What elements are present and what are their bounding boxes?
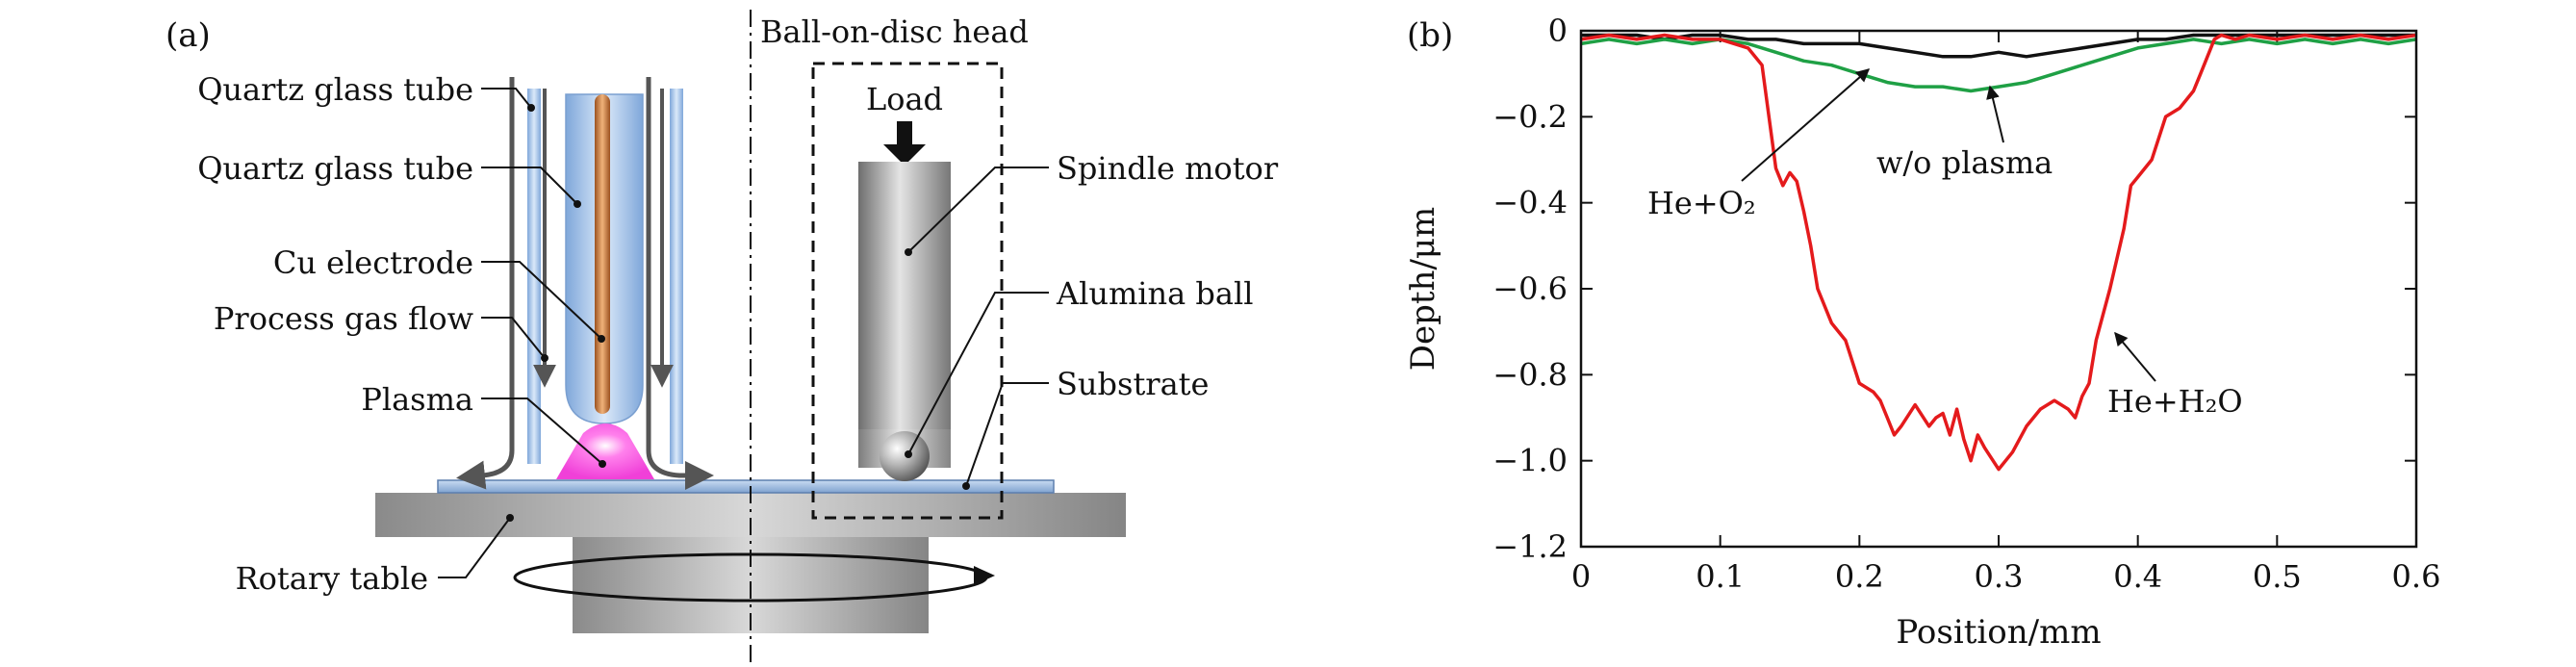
series-line-he-o	[1580, 38, 2417, 93]
chart-ticks: 0 0.1 0.2 0.3 0.4 0.5 0.6 0 −0.2 −0.4 −0.6 −0.8 −1.0…	[1492, 13, 2440, 595]
load-label: Load	[866, 81, 943, 117]
annotation-wo-plasma-arrow	[1986, 85, 2004, 143]
quartz-outer-tube-right-wall	[670, 89, 683, 464]
cu-electrode	[595, 94, 610, 414]
chart-lines	[1580, 33, 2417, 472]
label-substrate: Substrate	[1057, 366, 1209, 402]
annotation-he-h2o-arrow	[2114, 331, 2156, 382]
x-tick-label: 0.6	[2392, 558, 2441, 595]
panel-a-label: (a)	[166, 16, 211, 55]
y-tick-label: −0.4	[1492, 185, 1568, 221]
alumina-ball	[880, 431, 930, 481]
series-line-w-o-plasma	[1581, 33, 2416, 59]
load-arrow-shaft	[897, 121, 912, 146]
y-axis-label: Depth/μm	[1404, 207, 1442, 372]
panel-a: (a) Ball-on-disc head Load	[166, 10, 1279, 664]
x-tick-label: 0	[1571, 558, 1591, 595]
plot-frame	[1579, 29, 2418, 549]
label-cu-electrode: Cu electrode	[273, 244, 473, 281]
label-plasma: Plasma	[361, 381, 473, 418]
substrate	[437, 479, 1055, 494]
x-tick-label: 0.1	[1696, 558, 1745, 595]
y-tick-label: −1.0	[1492, 443, 1568, 479]
head-dashed-box	[811, 62, 1004, 520]
annotation-he-o2: He+O₂	[1647, 185, 1756, 221]
series-line-he-h-o	[1580, 33, 2417, 472]
label-rotary-table: Rotary table	[236, 560, 428, 597]
head-title: Ball-on-disc head	[760, 13, 1029, 50]
y-tick-label: −0.6	[1492, 270, 1568, 307]
y-tick-label: −0.2	[1492, 98, 1568, 135]
y-tick-label: 0	[1548, 13, 1568, 49]
label-quartz-outer: Quartz glass tube	[197, 71, 473, 108]
label-quartz-inner: Quartz glass tube	[197, 150, 473, 187]
gas-flow-arrow-right	[646, 77, 714, 490]
panel-b: (b) 0 0.1 0.2 0.3 0.4 0.5 0.6 0 −0.2 −0.4 −0.6 −0.8…	[1404, 13, 2440, 652]
leaders-left	[438, 88, 603, 578]
annotation-he-o2-arrow	[1741, 68, 1871, 182]
label-alumina-ball: Alumina ball	[1056, 275, 1253, 312]
load-arrow-head	[883, 144, 926, 166]
y-tick-label: −0.8	[1492, 356, 1568, 393]
gas-flow-arrow-left	[456, 77, 515, 490]
x-tick-label: 0.4	[2113, 558, 2162, 595]
plasma	[556, 423, 654, 479]
x-tick-label: 0.5	[2253, 558, 2302, 595]
spindle-motor	[858, 162, 951, 429]
annotation-wo-plasma: w/o plasma	[1876, 144, 2053, 181]
x-tick-label: 0.2	[1835, 558, 1884, 595]
leaders-right	[907, 167, 1049, 487]
annotation-he-h2o: He+H₂O	[2107, 383, 2243, 420]
label-gas-flow: Process gas flow	[214, 300, 473, 337]
label-spindle-motor: Spindle motor	[1057, 150, 1279, 187]
x-axis-label: Position/mm	[1896, 613, 2101, 652]
panel-b-label: (b)	[1407, 16, 1453, 55]
leader-dots-right	[905, 248, 970, 490]
x-tick-label: 0.3	[1975, 558, 2024, 595]
rotation-arrow-head	[974, 566, 995, 585]
y-tick-label: −1.2	[1492, 528, 1568, 565]
leader-dots-left	[506, 104, 606, 522]
